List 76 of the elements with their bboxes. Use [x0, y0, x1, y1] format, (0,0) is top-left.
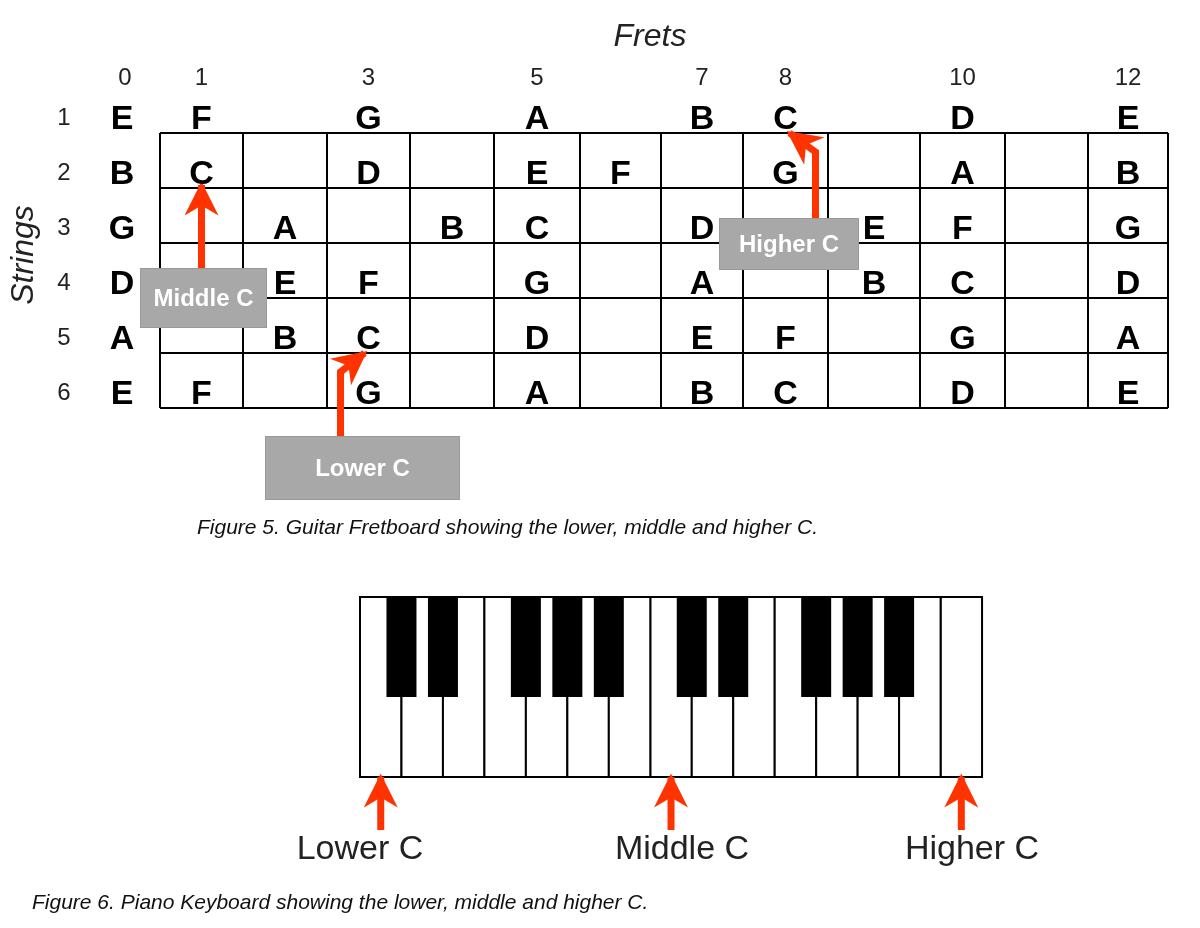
note-letter: C	[356, 320, 381, 354]
note-letter: G	[949, 320, 976, 354]
fret-number: 10	[949, 65, 976, 89]
note-letter: E	[1116, 100, 1140, 134]
note-letter: B	[689, 100, 715, 134]
note-letter: C	[773, 100, 798, 134]
note-letter: G	[355, 375, 382, 409]
note-letter: B	[272, 320, 298, 354]
note-letter: A	[272, 210, 298, 244]
fret-number: 0	[118, 65, 132, 89]
note-letter: E	[273, 265, 297, 299]
string-number: 6	[57, 380, 71, 404]
note-letter: A	[109, 320, 135, 354]
note-letter: A	[689, 265, 715, 299]
key-label: Higher C	[904, 830, 1040, 864]
note-letter: E	[110, 375, 134, 409]
note-letter: A	[524, 375, 550, 409]
figure-caption: Figure 6. Piano Keyboard showing the lower, middle and higher C.	[32, 891, 649, 912]
arrow	[184, 181, 219, 268]
note-letter: B	[689, 375, 715, 409]
note-letter: D	[950, 100, 975, 134]
fret-number: 1	[194, 65, 209, 89]
note-letter: G	[108, 210, 136, 244]
key-label: Lower C	[296, 830, 424, 864]
note-letter: B	[439, 210, 465, 244]
note-letter: A	[1115, 320, 1141, 354]
note-letter: G	[772, 155, 799, 189]
note-letter: B	[1115, 155, 1141, 189]
note-letter: C	[189, 155, 214, 189]
note-letter: E	[862, 210, 886, 244]
note-letter: A	[950, 155, 975, 189]
note-letter: D	[689, 210, 715, 244]
note-letter: F	[191, 100, 212, 134]
note-letter: B	[861, 265, 887, 299]
note-letter: F	[358, 265, 379, 299]
figure-caption: Figure 5. Guitar Fretboard showing the lower, middle and higher C.	[197, 516, 818, 537]
key-label: Middle C	[614, 830, 750, 864]
note-letter: D	[950, 375, 975, 409]
fret-number: 8	[778, 65, 793, 89]
note-letter: E	[110, 100, 134, 134]
callout-label: Lower C	[265, 436, 460, 500]
note-letter: D	[1115, 265, 1141, 299]
note-letter: F	[610, 155, 631, 189]
piano-key	[939, 596, 984, 778]
axis-title: Frets	[613, 19, 687, 51]
note-letter: C	[524, 210, 550, 244]
fret-number: 7	[695, 65, 709, 89]
string-number: 3	[57, 215, 71, 239]
note-letter: D	[524, 320, 550, 354]
fret-number: 5	[530, 65, 544, 89]
string-number: 4	[57, 270, 71, 294]
note-letter: C	[773, 375, 798, 409]
note-letter: G	[523, 265, 551, 299]
string-number: 5	[57, 325, 71, 349]
note-letter: B	[109, 155, 135, 189]
note-letter: E	[690, 320, 714, 354]
note-letter: G	[1114, 210, 1142, 244]
note-letter: F	[775, 320, 796, 354]
note-letter: A	[524, 100, 550, 134]
note-letter: G	[355, 100, 382, 134]
callout-label: Higher C	[719, 218, 859, 270]
note-letter: C	[950, 265, 975, 299]
note-letter: F	[191, 375, 212, 409]
string-number: 2	[57, 160, 71, 184]
arrow	[329, 350, 368, 436]
note-letter: E	[1116, 375, 1140, 409]
note-letter: D	[356, 155, 381, 189]
note-letter: F	[952, 210, 973, 244]
fret-number: 3	[361, 65, 376, 89]
note-letter: D	[109, 265, 135, 299]
arrow	[786, 130, 825, 218]
fret-number: 12	[1114, 65, 1142, 89]
axis-title: Strings	[6, 205, 38, 305]
callout-label: Middle C	[140, 268, 267, 328]
note-letter: E	[525, 155, 549, 189]
string-number: 1	[57, 105, 71, 129]
